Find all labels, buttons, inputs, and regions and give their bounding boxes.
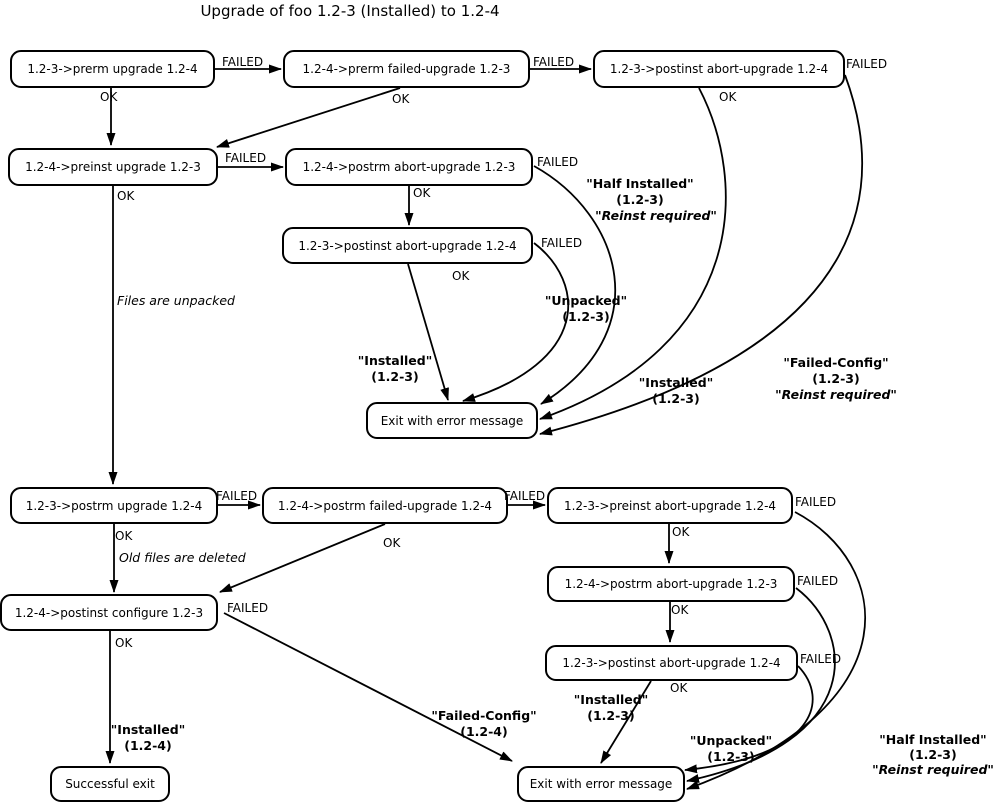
node-preinst-abort-upgrade: 1.2-3->preinst abort-upgrade 1.2-4	[547, 487, 793, 524]
state-line: "Half Installed"	[586, 176, 694, 191]
state-line: "Installed"	[573, 692, 649, 707]
state-line: (1.2-3)	[562, 309, 610, 324]
edge-label-failed: FAILED	[797, 574, 839, 588]
state-line: "Unpacked"	[689, 733, 773, 748]
edge-label-failed: FAILED	[504, 489, 546, 503]
edge-label-ok: OK	[672, 525, 690, 539]
edge-c4-exit2-failed	[686, 587, 836, 783]
node-postinst-abort-upgrade-bottom: 1.2-3->postinst abort-upgrade 1.2-4	[545, 645, 798, 681]
edge-d1-exit2-failed	[223, 612, 513, 762]
state-label-unpacked-upper: "Unpacked" (1.2-3)	[545, 293, 627, 325]
edge-label-ok: OK	[100, 90, 118, 104]
node-postinst-abort-upgrade-mid: 1.2-3->postinst abort-upgrade 1.2-4	[282, 227, 533, 264]
edge-label-ok: OK	[383, 536, 401, 550]
node-postinst-abort-upgrade-top: 1.2-3->postinst abort-upgrade 1.2-4	[593, 50, 845, 88]
node-prerm-failed-upgrade: 1.2-4->prerm failed-upgrade 1.2-3	[283, 50, 530, 88]
edge-label-ok: OK	[392, 92, 410, 106]
state-label-half-installed-upper: "Half Installed" (1.2-3) "Reinst require…	[579, 176, 717, 224]
edge-label-ok: OK	[671, 603, 689, 617]
edge-label-ok: OK	[719, 90, 737, 104]
edge-label-failed: FAILED	[222, 55, 264, 69]
state-label-half-installed-lower: "Half Installed" (1.2-3) "Reinst require…	[872, 732, 994, 777]
note-files-unpacked: Files are unpacked	[117, 293, 235, 308]
note-old-files-deleted: Old files are deleted	[119, 550, 246, 565]
edge-a3-exit1-ok	[539, 87, 727, 420]
edge-label-failed: FAILED	[537, 155, 579, 169]
edge-label-failed: FAILED	[541, 236, 583, 250]
state-label-installed-success: "Installed" (1.2-4)	[111, 722, 185, 754]
node-postrm-abort-upgrade-mid: 1.2-4->postrm abort-upgrade 1.2-3	[285, 148, 533, 186]
node-successful-exit: Successful exit	[50, 766, 170, 802]
edge-label-failed: FAILED	[800, 652, 842, 666]
state-line: "Installed"	[357, 353, 433, 368]
state-line: "Failed-Config"	[431, 708, 537, 723]
state-label-installed-mid: "Installed" (1.2-3)	[358, 353, 432, 385]
node-exit-error-lower: Exit with error message	[517, 766, 685, 802]
edge-label-failed: FAILED	[846, 57, 888, 71]
state-label-failed-config-upper: "Failed-Config" (1.2-3) "Reinst required…	[775, 355, 897, 403]
edge-a2-b1-ok	[216, 87, 401, 148]
state-line: (1.2-3)	[909, 747, 957, 762]
node-postrm-failed-upgrade: 1.2-4->postrm failed-upgrade 1.2-4	[262, 487, 508, 524]
state-line: (1.2-4)	[460, 724, 508, 739]
state-line: (1.2-3)	[707, 749, 755, 764]
node-postrm-upgrade: 1.2-3->postrm upgrade 1.2-4	[10, 487, 218, 524]
edge-label-failed: FAILED	[533, 55, 575, 69]
edge-c5-exit2-failed	[684, 665, 814, 774]
edge-label-ok: OK	[452, 269, 470, 283]
state-line: "Installed"	[638, 375, 714, 390]
diagram-title: Upgrade of foo 1.2-3 (Installed) to 1.2-…	[200, 2, 500, 20]
state-line: "Reinst required"	[595, 208, 717, 223]
node-prerm-upgrade: 1.2-3->prerm upgrade 1.2-4	[10, 50, 215, 88]
node-postinst-configure: 1.2-4->postinst configure 1.2-3	[0, 594, 218, 631]
edge-b3-exit1-failed	[462, 242, 570, 402]
node-preinst-upgrade: 1.2-4->preinst upgrade 1.2-3	[8, 148, 218, 186]
state-line: "Reinst required"	[775, 387, 897, 402]
edge-a3-exit1-failed	[539, 74, 863, 436]
node-postrm-abort-upgrade-bottom: 1.2-4->postrm abort-upgrade 1.2-3	[547, 566, 795, 602]
edge-label-ok: OK	[117, 189, 135, 203]
edge-label-failed: FAILED	[216, 489, 258, 503]
state-line: "Installed"	[110, 722, 186, 737]
state-line: (1.2-3)	[616, 192, 664, 207]
state-line: (1.2-3)	[812, 371, 860, 386]
edge-c5-exit2-ok	[600, 680, 652, 764]
edge-label-failed: FAILED	[227, 601, 269, 615]
edge-label-failed: FAILED	[795, 495, 837, 509]
edge-label-ok: OK	[413, 186, 431, 200]
edge-label-failed: FAILED	[225, 151, 267, 165]
state-line: (1.2-3)	[371, 369, 419, 384]
state-label-unpacked-lower: "Unpacked" (1.2-3)	[690, 733, 772, 765]
state-line: (1.2-4)	[124, 738, 172, 753]
state-line: "Half Installed"	[879, 732, 987, 747]
edge-label-ok: OK	[670, 681, 688, 695]
edge-c2-d1-ok	[219, 523, 386, 593]
state-line: "Reinst required"	[872, 762, 994, 777]
state-line: "Unpacked"	[544, 293, 628, 308]
state-label-installed-lower: "Installed" (1.2-3)	[574, 692, 648, 724]
state-label-failed-config-lower: "Failed-Config" (1.2-4)	[431, 708, 536, 740]
edge-label-ok: OK	[115, 529, 133, 543]
node-exit-error-upper: Exit with error message	[366, 402, 538, 439]
state-label-installed-right: "Installed" (1.2-3)	[639, 375, 713, 407]
edge-b3-exit1-ok	[407, 263, 449, 401]
edge-label-ok: OK	[115, 636, 133, 650]
edge-b2-exit1-failed	[533, 165, 616, 405]
state-line: "Failed-Config"	[783, 355, 889, 370]
state-line: (1.2-3)	[652, 391, 700, 406]
state-line: (1.2-3)	[587, 708, 635, 723]
